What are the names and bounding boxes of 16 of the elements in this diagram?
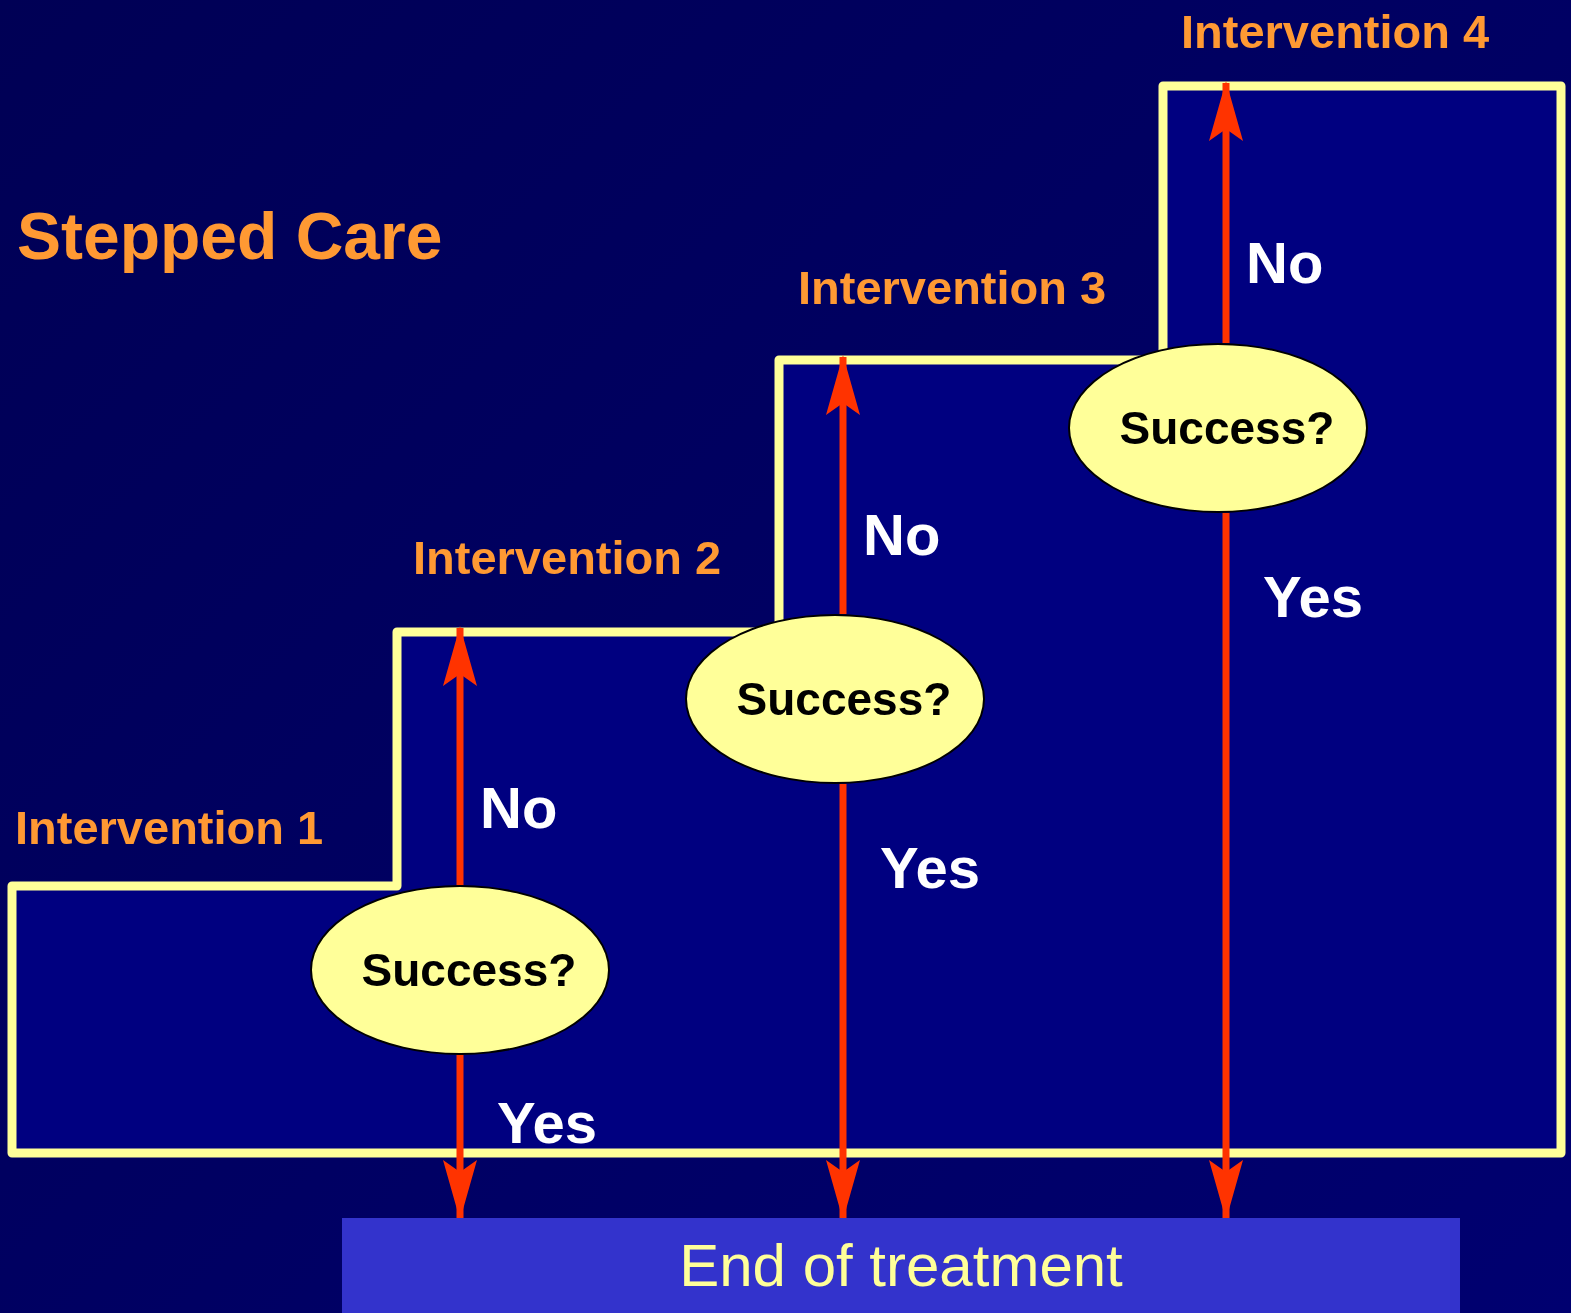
edge-label: No	[480, 778, 558, 838]
edge-label: Yes	[497, 1093, 597, 1153]
arrow	[1209, 81, 1243, 343]
edge-label: No	[1246, 233, 1324, 293]
step-heading: Intervention 4	[1181, 4, 1536, 83]
title: Stepped Care	[17, 198, 443, 274]
edge-label: Yes	[880, 838, 980, 898]
arrow	[826, 784, 860, 1220]
arrow	[443, 1055, 477, 1220]
arrow	[826, 355, 860, 614]
arrow	[443, 626, 477, 885]
step-heading: Intervention 1	[15, 800, 365, 860]
edge-label: No	[863, 505, 941, 565]
edge-label: Yes	[1263, 567, 1363, 627]
end-box: End of treatment	[342, 1218, 1460, 1313]
arrow	[1209, 513, 1243, 1220]
